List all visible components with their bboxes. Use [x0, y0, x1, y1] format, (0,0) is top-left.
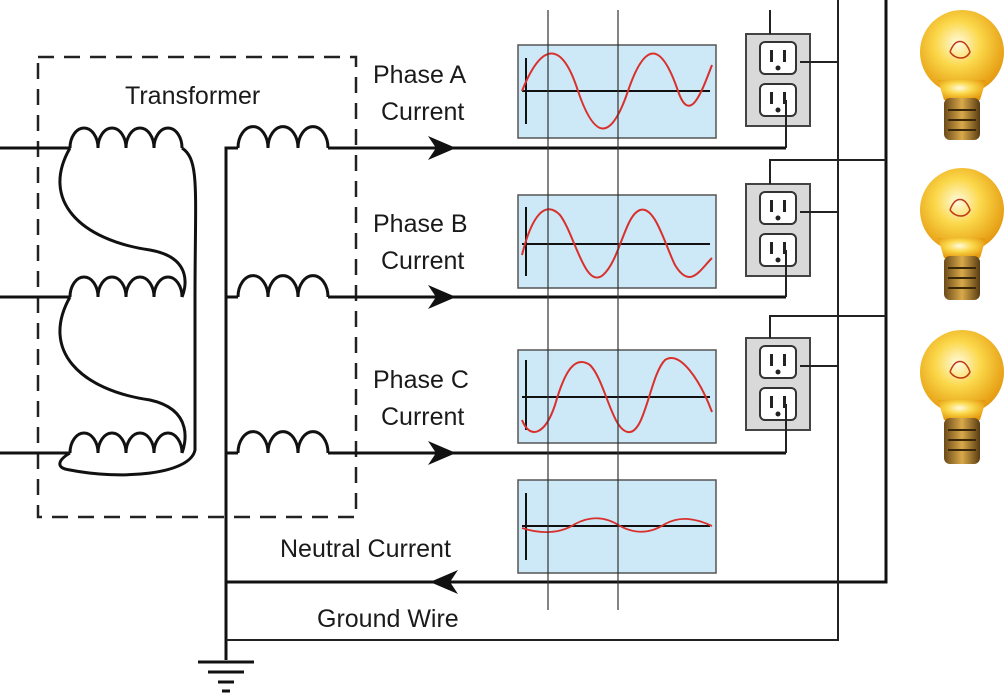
outlet-wiring — [769, 10, 886, 453]
neutral-arrow-icon — [430, 570, 458, 594]
light-bulb-icon-c — [920, 330, 1004, 464]
scope-phase-a — [517, 44, 717, 139]
waveform-neutral — [521, 517, 713, 533]
scope-phase-b — [517, 194, 717, 289]
primary-coil-b — [68, 275, 184, 298]
phase-a-arrow-icon — [428, 136, 456, 160]
delta-link-ab — [58, 147, 187, 298]
light-bulb-icon-a — [920, 10, 1004, 140]
phase-b-arrow-icon — [428, 285, 456, 309]
scope-neutral — [517, 479, 717, 574]
delta-link-bc — [58, 296, 187, 454]
waveform-phase-c — [521, 357, 713, 433]
scope-phase-c — [517, 349, 717, 444]
outlet-c — [745, 337, 811, 431]
light-bulb-icon-b — [920, 168, 1004, 300]
primary-coil-c — [68, 431, 184, 454]
ground-wire — [226, 0, 839, 641]
primary-coil-a — [68, 126, 184, 149]
ground-symbol — [198, 660, 254, 693]
wye-common-bus — [224, 146, 238, 660]
secondary-coil-b — [236, 274, 330, 298]
phase-c-label-line2: Current — [381, 403, 464, 431]
waveform-phase-a — [521, 52, 713, 130]
phase-b-label-line1: Phase B — [373, 210, 468, 238]
secondary-coil-a — [236, 125, 330, 149]
phase-b-label-line2: Current — [381, 247, 464, 275]
phase-c-arrow-icon — [428, 441, 456, 465]
phase-a-label-line2: Current — [381, 98, 464, 126]
waveform-phase-b — [521, 208, 713, 279]
delta-link-ca — [58, 146, 198, 477]
secondary-coil-c — [236, 430, 330, 454]
transformer-box — [36, 55, 358, 519]
outlet-b — [745, 183, 811, 277]
neutral-current-label: Neutral Current — [280, 535, 451, 563]
outlet-a — [745, 33, 811, 127]
phase-c-label-line1: Phase C — [373, 366, 469, 394]
phase-a-label-line1: Phase A — [373, 61, 466, 89]
ground-wire-label: Ground Wire — [317, 605, 459, 633]
transformer-label: Transformer — [125, 82, 260, 110]
